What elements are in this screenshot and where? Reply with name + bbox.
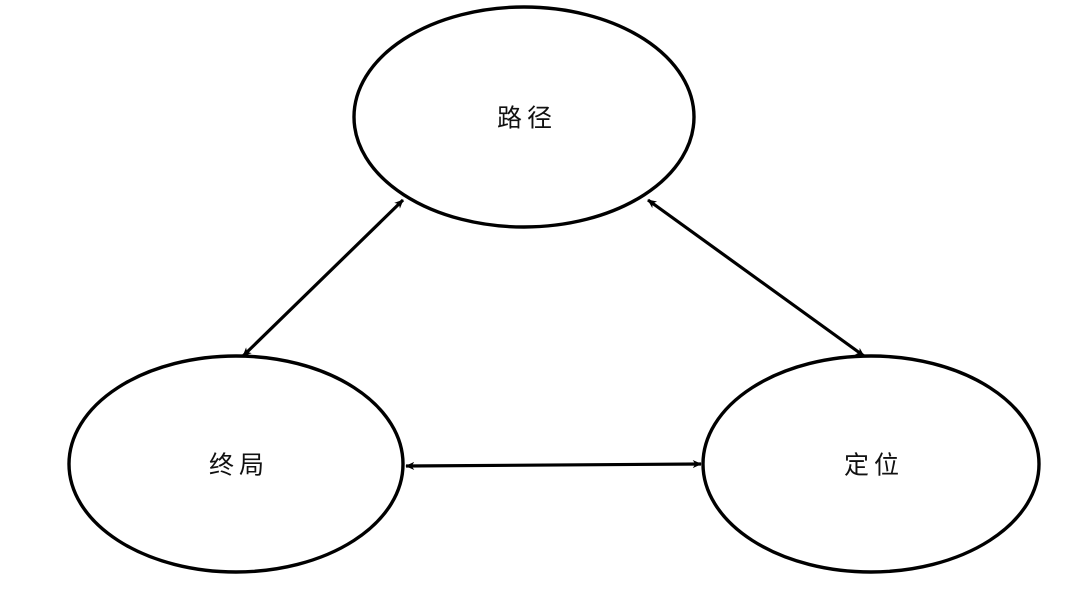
edge-endgame-positioning[interactable] [405, 460, 702, 470]
edges-group [241, 198, 865, 470]
node-endgame-ellipse[interactable] [67, 354, 405, 574]
node-positioning-label: 定位 [844, 451, 904, 480]
node-positioning-ellipse[interactable] [701, 354, 1041, 574]
node-endgame[interactable]: 终局 [67, 354, 405, 574]
node-path[interactable]: 路径 [352, 5, 696, 229]
edge-endgame-path[interactable] [241, 198, 405, 358]
node-positioning[interactable]: 定位 [701, 354, 1041, 574]
node-path-label: 路径 [497, 104, 557, 133]
node-endgame-label: 终局 [209, 451, 269, 480]
node-path-ellipse[interactable] [352, 5, 696, 229]
edge-path-positioning[interactable] [647, 198, 865, 358]
